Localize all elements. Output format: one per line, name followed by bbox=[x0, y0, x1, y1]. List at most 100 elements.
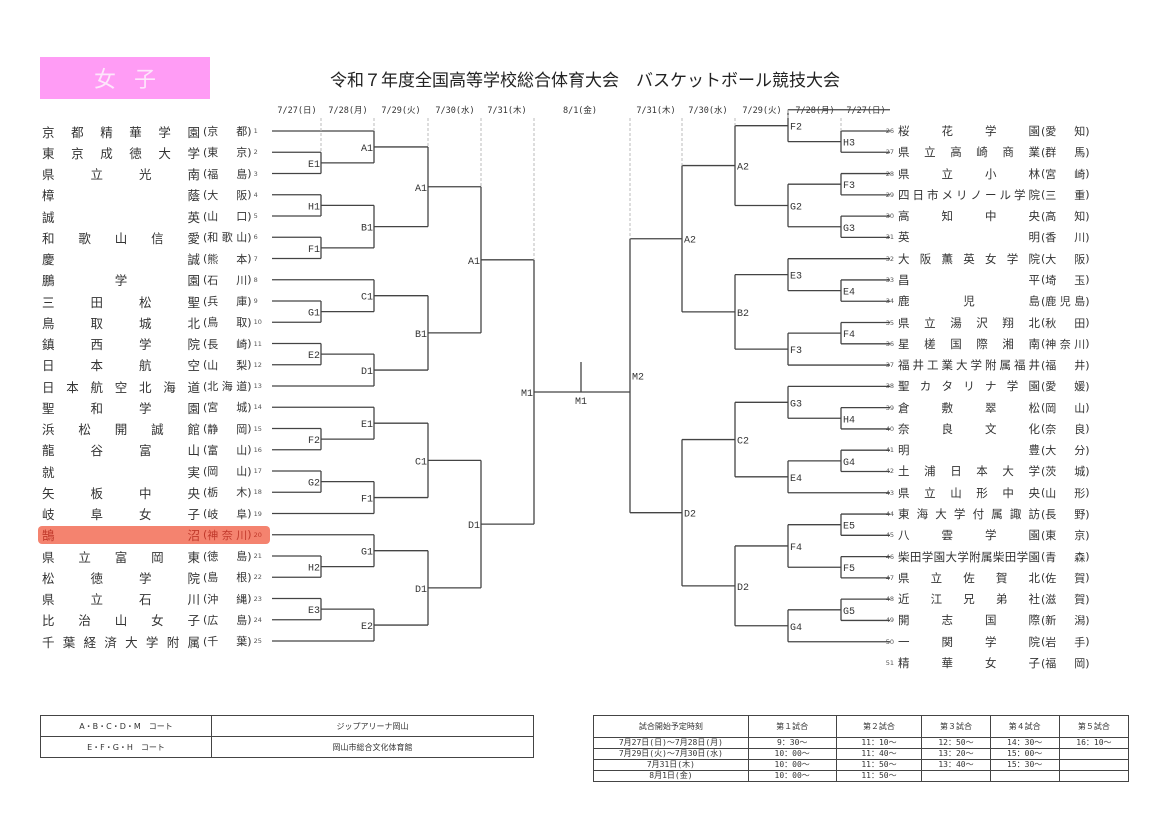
prefecture: (石川) bbox=[203, 273, 252, 287]
team-name: 岐阜女子 bbox=[42, 507, 200, 522]
prefecture: (岐阜) bbox=[203, 507, 252, 521]
start-time: 16：10～ bbox=[1058, 737, 1130, 749]
team-name: 東海大学付属諏訪 bbox=[898, 507, 1040, 522]
prefecture: (新潟) bbox=[1041, 613, 1090, 628]
team-name: 県立湯沢翔北 bbox=[898, 315, 1040, 330]
team-name: 福井工業大学附属福井 bbox=[898, 358, 1040, 373]
prefecture: (富山) bbox=[203, 443, 252, 457]
team-name: 倉敷翠松 bbox=[898, 400, 1040, 415]
team-row: 千葉経済大学附属(千葉)25 bbox=[38, 632, 270, 650]
team-name: 聖和学園 bbox=[42, 400, 200, 416]
prefecture: (東京) bbox=[1041, 528, 1090, 543]
start-time: 13：20～ bbox=[921, 748, 991, 760]
prefecture: (岡山) bbox=[203, 464, 252, 479]
start-time bbox=[1058, 770, 1130, 782]
seed-number: 20 bbox=[253, 530, 262, 539]
schedule-row: 7月29日(火)～7月30日(水)10：00～11：40～13：20～15：00… bbox=[593, 748, 1130, 760]
match-label: E3 bbox=[308, 606, 320, 617]
prefecture: (広島) bbox=[203, 613, 252, 627]
schedule-header: 第１試合 bbox=[747, 715, 837, 738]
seed-number: 1 bbox=[253, 127, 258, 135]
prefecture-name: 岡山 bbox=[207, 465, 248, 478]
team-name: 四日市メリノール学院 bbox=[898, 187, 1040, 202]
prefecture-name: 大阪 bbox=[1045, 252, 1086, 266]
team-name: 県立山形中央 bbox=[898, 485, 1040, 500]
prefecture: (大阪) bbox=[203, 188, 252, 202]
match-label: G5 bbox=[843, 607, 855, 618]
prefecture-name: 大阪 bbox=[207, 188, 248, 202]
prefecture: (神奈川) bbox=[203, 528, 252, 542]
prefecture-name: 北海道 bbox=[207, 380, 248, 393]
seed-number: 19 bbox=[253, 509, 262, 518]
prefecture: (香川) bbox=[1041, 230, 1090, 245]
prefecture-name: 愛知 bbox=[1045, 125, 1086, 138]
prefecture: (熊本) bbox=[203, 252, 252, 266]
match-label: F3 bbox=[790, 346, 802, 357]
team-name: 県立高崎商業 bbox=[898, 145, 1040, 160]
team-name: 高知中央 bbox=[898, 209, 1040, 224]
prefecture: (山梨) bbox=[203, 358, 252, 372]
start-time: 14：30～ bbox=[989, 737, 1060, 749]
team-name: 矢板中央 bbox=[42, 485, 200, 501]
schedule-date: 7月27日(日)～7月28日(月) bbox=[593, 737, 749, 749]
prefecture-name: 宮城 bbox=[207, 401, 248, 415]
team-name: 東京成徳大学 bbox=[42, 145, 200, 161]
schedule-header: 第３試合 bbox=[921, 715, 991, 738]
prefecture: (福岡) bbox=[1041, 656, 1090, 671]
team-row: 鵠沼(神奈川)20 bbox=[38, 525, 270, 544]
prefecture-name: 和歌山 bbox=[207, 231, 248, 245]
match-label: E4 bbox=[843, 288, 855, 299]
team-row: 和歌山信愛(和歌山)6 bbox=[38, 228, 270, 246]
prefecture: (秋田) bbox=[1041, 316, 1090, 330]
prefecture: (東京) bbox=[203, 145, 252, 160]
match-label: D2 bbox=[737, 583, 749, 594]
seed-number: 25 bbox=[253, 637, 262, 645]
seed-number: 10 bbox=[253, 318, 262, 327]
seed-number: 18 bbox=[253, 488, 262, 497]
category-label: 女子 bbox=[40, 57, 210, 99]
team-row: 浜松開誠館(静岡)15 bbox=[38, 420, 270, 438]
team-name: 和歌山信愛 bbox=[42, 230, 200, 246]
match-label: F4 bbox=[790, 543, 802, 554]
team-name: 英明 bbox=[898, 230, 1040, 245]
team-row: 51 精華女子(福岡) bbox=[880, 654, 1090, 672]
prefecture-name: 岐阜 bbox=[207, 507, 248, 521]
start-time: 10：00～ bbox=[747, 748, 837, 760]
prefecture-name: 熊本 bbox=[207, 252, 248, 266]
date-right-1: 7/31(木) bbox=[636, 106, 676, 116]
schedule-row: 7月27日(日)～7月28日(月)9：30～11：10～12：50～14：30～… bbox=[593, 737, 1130, 749]
team-name: 県立富岡東 bbox=[42, 549, 200, 565]
match-label: F1 bbox=[308, 245, 320, 256]
prefecture-name: 青森 bbox=[1045, 550, 1086, 564]
prefecture: (岩手) bbox=[1041, 635, 1090, 649]
date-right-4: 7/28(月) bbox=[795, 106, 835, 116]
court-venue-table: A・B・C・D・M コート ジップアリーナ岡山 E・F・G・H コート 岡山市総… bbox=[40, 715, 534, 758]
team-name: 鳥取城北 bbox=[42, 315, 200, 331]
prefecture: (京都) bbox=[203, 124, 252, 139]
start-time: 11：40～ bbox=[835, 748, 923, 760]
team-name: 鵬学園 bbox=[42, 273, 200, 289]
match-label: G3 bbox=[790, 399, 802, 410]
team-name: 精華女子 bbox=[898, 656, 1040, 670]
prefecture-name: 岩手 bbox=[1045, 635, 1086, 649]
match-label: G1 bbox=[361, 548, 373, 559]
venue-name: ジップアリーナ岡山 bbox=[211, 715, 534, 737]
match-label: E1 bbox=[361, 420, 373, 431]
prefecture-name: 東京 bbox=[207, 146, 248, 160]
start-time: 13：40～ bbox=[921, 759, 991, 771]
team-row: 就実(岡山)17 bbox=[38, 462, 270, 480]
team-row: 県立光南(福島)3 bbox=[38, 165, 270, 183]
prefecture: (宮城) bbox=[203, 400, 252, 415]
team-name: 柴田学園大学附属柴田学園 bbox=[898, 549, 1040, 564]
seed-number: 51 bbox=[885, 659, 894, 667]
prefecture-name: 京都 bbox=[207, 125, 248, 138]
prefecture-name: 徳島 bbox=[207, 550, 248, 563]
team-name: 近江兄弟社 bbox=[898, 592, 1040, 607]
